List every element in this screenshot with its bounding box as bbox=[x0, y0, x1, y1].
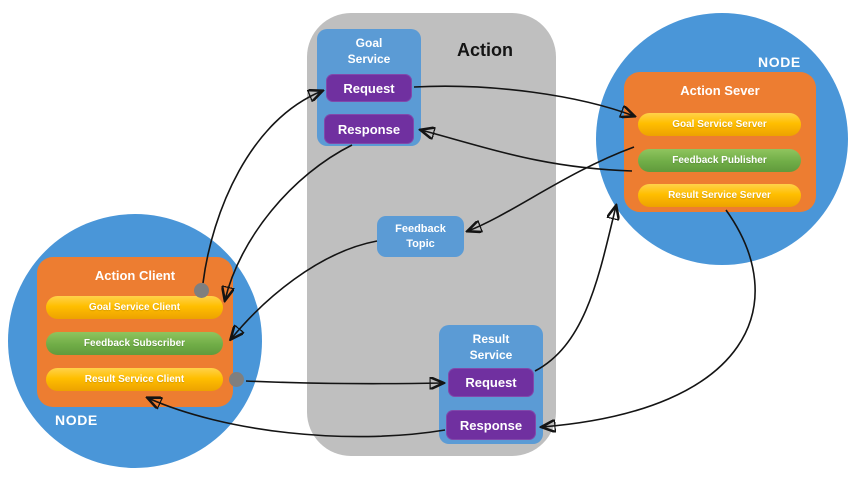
goal-request-box: Request bbox=[326, 74, 412, 102]
client-node-label: NODE bbox=[55, 412, 98, 428]
goal-service-label: Goal Service bbox=[347, 36, 391, 66]
result-service-label: Result Service bbox=[469, 332, 513, 362]
feedback-topic-box: Feedback Topic bbox=[377, 216, 464, 257]
result-service-box: Result Service Request Response bbox=[439, 325, 543, 444]
result-service-client-pill: Result Service Client bbox=[46, 368, 223, 391]
server-node-label: NODE bbox=[758, 54, 801, 70]
result-response-box: Response bbox=[446, 410, 536, 440]
result-service-server-pill: Result Service Server bbox=[638, 184, 801, 207]
feedback-topic-label: Feedback Topic bbox=[395, 222, 446, 250]
action-client-title: Action Client bbox=[94, 268, 176, 283]
action-client-box: Action Client Goal Service Client Feedba… bbox=[37, 257, 233, 407]
result-request-box: Request bbox=[448, 368, 534, 397]
result-client-connector-dot bbox=[229, 372, 244, 387]
goal-response-box: Response bbox=[324, 114, 414, 144]
action-panel-title: Action bbox=[457, 40, 513, 60]
action-server-title: Action Sever bbox=[680, 83, 760, 98]
goal-service-box: Goal Service Request Response bbox=[317, 29, 421, 146]
feedback-publisher-pill: Feedback Publisher bbox=[638, 149, 801, 172]
feedback-subscriber-pill: Feedback Subscriber bbox=[46, 332, 223, 355]
goal-client-connector-dot bbox=[194, 283, 209, 298]
goal-service-client-pill: Goal Service Client bbox=[46, 296, 223, 319]
action-server-box: Action Sever Goal Service Server Feedbac… bbox=[624, 72, 816, 212]
goal-service-server-pill: Goal Service Server bbox=[638, 113, 801, 136]
